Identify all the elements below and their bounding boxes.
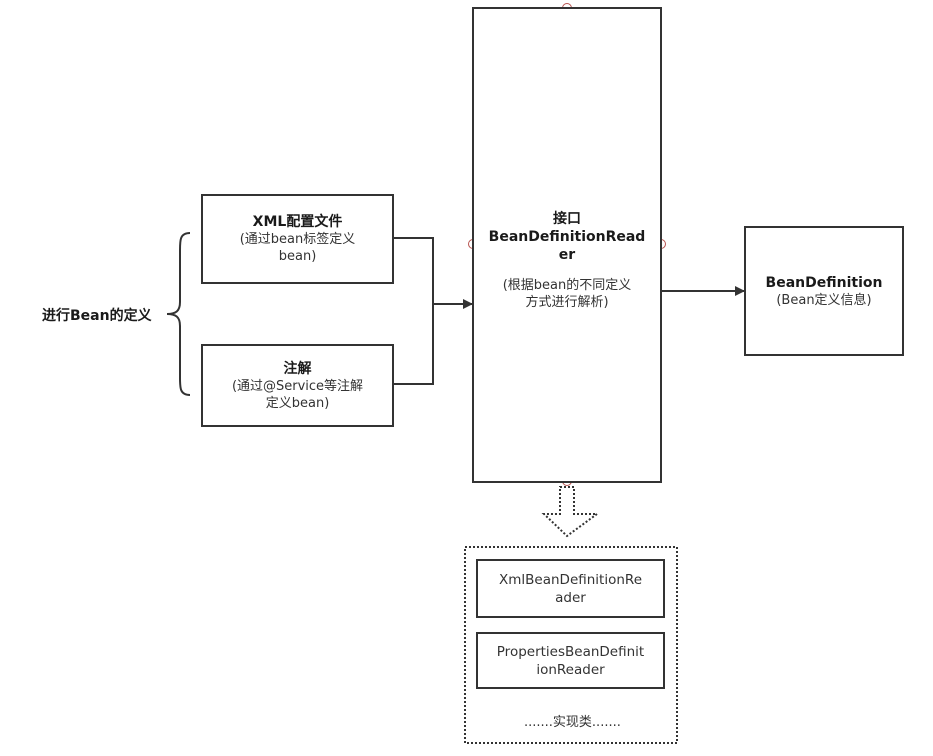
xml-reader-line1: XmlBeanDefinitionRe <box>499 571 642 588</box>
reader-sub-line1: (根据bean的不同定义 <box>502 278 632 293</box>
properties-reader-line1: PropertiesBeanDefinit <box>496 643 645 660</box>
bean-definition-sub: (Bean定义信息) <box>776 292 872 308</box>
curly-brace <box>166 232 191 396</box>
bean-definition-title: BeanDefinition <box>765 274 883 291</box>
annotation-sub-line1: (通过@Service等注解 <box>231 378 364 394</box>
reader-title-line2: BeanDefinitionRead <box>488 229 646 245</box>
xml-config-title: XML配置文件 <box>252 214 343 230</box>
xml-bean-definition-reader-box[interactable]: XmlBeanDefinitionRe ader <box>476 559 665 618</box>
implementations-container <box>464 546 678 744</box>
reader-title-line3: er <box>558 247 576 263</box>
annotation-title: 注解 <box>283 360 312 377</box>
properties-bean-definition-reader-box[interactable]: PropertiesBeanDefinit ionReader <box>476 632 665 689</box>
annotation-box[interactable]: 注解 (通过@Service等注解 定义bean) <box>201 344 394 427</box>
more-implementations-label: .......实现类....... <box>524 715 621 730</box>
reader-sub-line2: 方式进行解析) <box>525 295 609 310</box>
xml-config-box[interactable]: XML配置文件 (通过bean标签定义 bean) <box>201 194 394 284</box>
bean-definition-reader-box[interactable]: 接口 BeanDefinitionRead er (根据bean的不同定义 方式… <box>472 7 662 483</box>
annotation-sub-line2: 定义bean) <box>265 395 330 411</box>
implementation-arrow <box>541 486 601 538</box>
xml-config-sub-line1: (通过bean标签定义 <box>239 232 356 247</box>
connector-xml <box>392 237 434 385</box>
xml-config-sub-line2: bean) <box>278 249 317 264</box>
xml-reader-line2: ader <box>555 589 586 606</box>
bean-definition-label: 进行Bean的定义 <box>42 308 152 324</box>
bean-definition-box[interactable]: BeanDefinition (Bean定义信息) <box>744 226 904 356</box>
reader-title-line1: 接口 <box>553 211 581 227</box>
properties-reader-line2: ionReader <box>536 661 605 678</box>
